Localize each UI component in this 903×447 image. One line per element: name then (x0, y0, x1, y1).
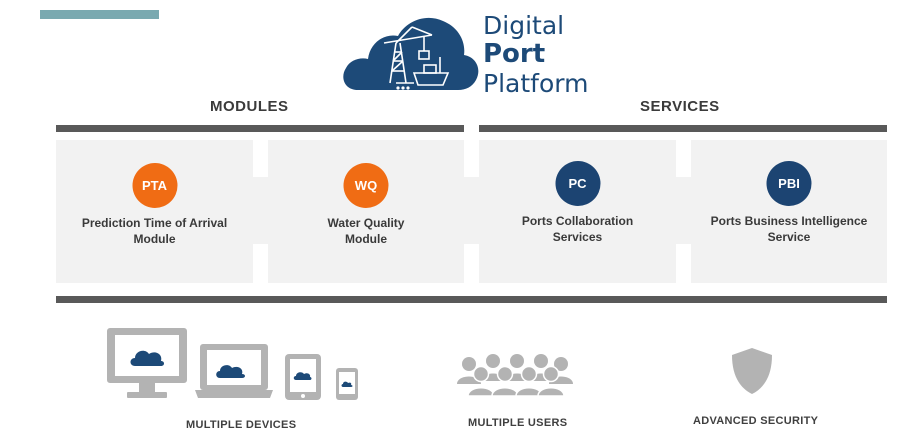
card-connector (253, 177, 268, 244)
services-divider (479, 125, 887, 132)
multiple-users-label: MULTIPLE USERS (468, 417, 568, 429)
logo-wordmark: Digital Port Platform (483, 11, 588, 98)
service-card-pbi: PBI Ports Business Intelligence Service (691, 140, 887, 283)
multiple-devices-icon (107, 328, 358, 400)
wq-label: Water Quality Module (327, 216, 405, 246)
tablet-icon (285, 354, 321, 400)
pta-badge: PTA (132, 163, 177, 208)
card-connector (464, 177, 479, 244)
pbi-label: Ports Business Intelligence Service (710, 214, 868, 244)
monitor-icon (107, 328, 187, 398)
pbi-badge: PBI (766, 161, 812, 206)
logo-word-platform: Platform (483, 69, 589, 98)
pta-label: Prediction Time of Arrival Module (81, 216, 228, 246)
card-connector (676, 177, 691, 244)
module-card-wq: WQ Water Quality Module (268, 140, 464, 283)
advanced-security-label: ADVANCED SECURITY (693, 415, 819, 427)
phone-icon (336, 368, 358, 400)
module-card-pta: PTA Prediction Time of Arrival Module (56, 140, 253, 283)
digital-port-platform-logo: Digital Port Platform (340, 5, 610, 100)
modules-divider (56, 125, 464, 132)
pc-label: Ports Collaboration Services (521, 214, 634, 244)
bottom-divider (56, 296, 887, 303)
multiple-users-icon (457, 354, 573, 397)
shield-icon (732, 348, 772, 394)
logo-word-port: Port (483, 39, 546, 69)
cloud-crane-ship-icon (343, 17, 479, 90)
wq-badge: WQ (343, 163, 389, 208)
laptop-icon (195, 344, 273, 398)
multiple-devices-label: MULTIPLE DEVICES (186, 419, 297, 431)
logo-word-digital: Digital (483, 11, 565, 40)
service-card-pc: PC Ports Collaboration Services (479, 140, 676, 283)
pc-badge: PC (555, 161, 600, 206)
modules-heading: MODULES (210, 98, 289, 115)
accent-bar (40, 10, 159, 19)
services-heading: SERVICES (640, 98, 720, 115)
